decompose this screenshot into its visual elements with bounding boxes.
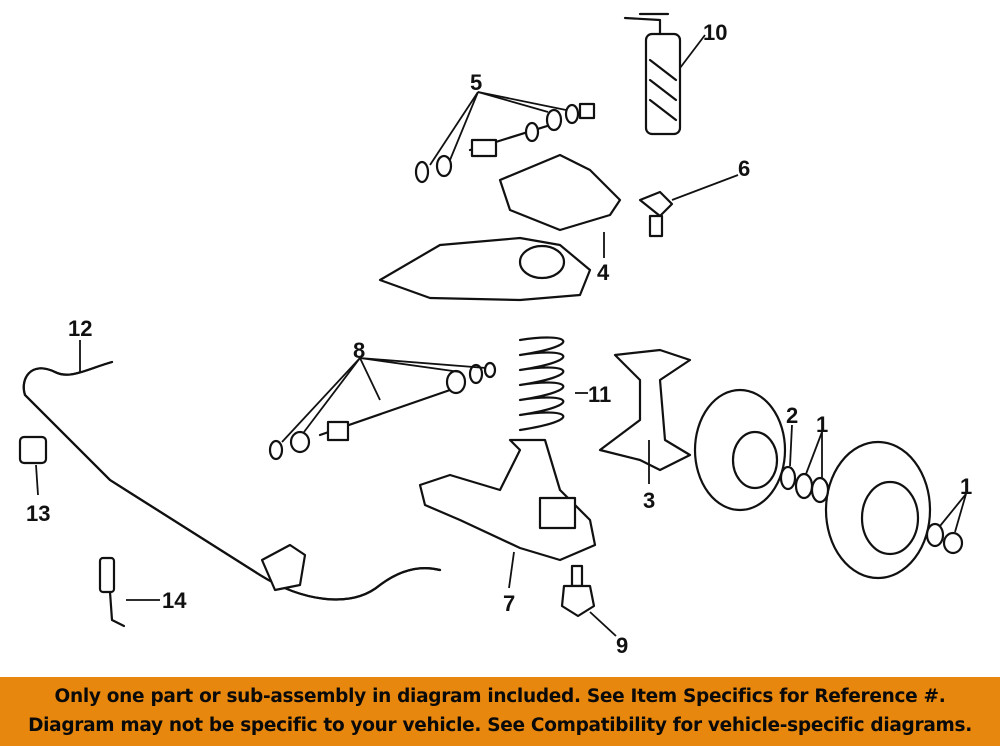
upper-arm-hardware (414, 91, 596, 184)
callout-7: 7 (503, 591, 515, 616)
coil-spring (518, 336, 588, 432)
stabilizer-bar (22, 340, 442, 601)
stabilizer-link (98, 556, 160, 628)
callout-9: 9 (616, 633, 628, 658)
callout-13: 13 (26, 501, 50, 526)
shock-absorber (623, 12, 706, 136)
callout-2: 2 (786, 403, 798, 428)
callout-10: 10 (703, 20, 727, 45)
lower-control-arm (418, 438, 597, 589)
upper-control-arm (378, 153, 622, 302)
callout-1-outer: 1 (960, 474, 972, 499)
callout-14: 14 (162, 588, 187, 613)
callout-1-bearing: 1 (816, 412, 828, 437)
lower-ball-joint (560, 564, 617, 637)
callout-6: 6 (738, 156, 750, 181)
rotor-assembly (693, 388, 967, 580)
callout-11: 11 (588, 382, 611, 407)
disclaimer-line-2: Diagram may not be specific to your vehi… (28, 715, 972, 736)
lower-arm-hardware (268, 357, 497, 461)
upper-ball-joint (638, 174, 739, 238)
stabilizer-bushing (18, 435, 48, 496)
disclaimer-line-1: Only one part or sub-assembly in diagram… (54, 686, 946, 707)
disclaimer-banner: Only one part or sub-assembly in diagram… (0, 677, 1000, 746)
suspension-parts-diagram: 10 5 6 4 12 8 11 2 1 1 3 13 14 7 9 (18, 12, 972, 658)
callout-12: 12 (68, 316, 92, 341)
callout-5: 5 (470, 70, 482, 95)
callout-3: 3 (643, 488, 655, 513)
callout-4: 4 (597, 260, 610, 285)
callout-8: 8 (353, 338, 365, 363)
